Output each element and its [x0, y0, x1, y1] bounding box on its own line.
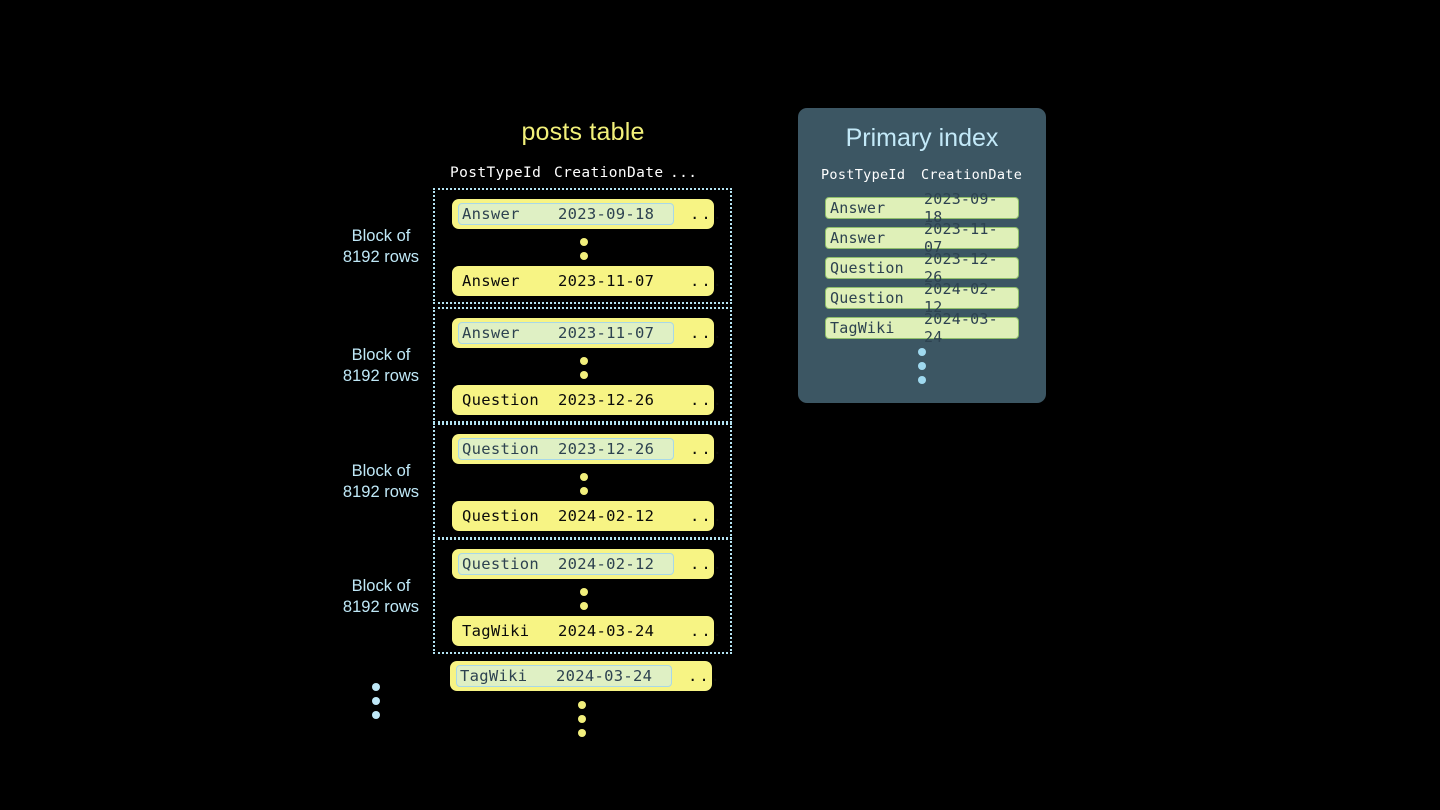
cell-ellipsis: ... — [690, 324, 724, 342]
block-2-label: Block of 8192 rows — [333, 345, 429, 387]
index-cell-posttypeid: TagWiki — [830, 319, 895, 337]
index-column-header-creationdate: CreationDate — [921, 167, 1023, 183]
index-cell-creationdate: 2023-12-26 — [924, 250, 998, 286]
block-continuation-dots — [371, 683, 381, 719]
cell-creationdate: 2023-11-07 — [558, 324, 655, 342]
block-4: Block of 8192 rows Question 2024-02-12 .… — [343, 538, 732, 654]
primary-index-panel: Primary index PostTypeId CreationDate An… — [798, 108, 1046, 403]
row-key-cells: TagWiki 2024-03-24 — [458, 620, 674, 642]
index-cell-posttypeid: Question — [830, 289, 904, 307]
column-header-ellipsis: ... — [670, 165, 698, 181]
index-row: Answer 2023-09-18 — [825, 190, 1019, 226]
index-cell-posttypeid: Answer — [830, 229, 886, 247]
row-key-cells: Answer 2023-11-07 — [458, 322, 674, 344]
block-1-label-line2: 8192 rows — [342, 248, 420, 266]
cell-ellipsis: ... — [690, 622, 724, 640]
table-row: Question 2023-12-26 ... — [452, 434, 722, 464]
table-row: Question 2024-02-12 ... — [452, 549, 722, 579]
column-header-posttypeid: PostTypeId — [450, 165, 542, 181]
row-key-cells: Answer 2023-11-07 — [458, 270, 674, 292]
table-row: Answer 2023-11-07 ... — [452, 266, 722, 296]
cell-creationdate: 2023-11-07 — [558, 272, 655, 290]
row-key-cells: TagWiki 2024-03-24 — [456, 665, 672, 687]
cell-posttypeid: Answer — [462, 205, 520, 223]
table-row: Answer 2023-09-18 ... — [452, 199, 722, 229]
block-3-label-line1: Block of — [351, 462, 411, 480]
index-row: Answer 2023-11-07 — [825, 220, 1019, 256]
index-column-header-posttypeid: PostTypeId — [821, 167, 906, 183]
index-row: Question 2023-12-26 — [825, 250, 1019, 286]
block-1-label: Block of 8192 rows — [333, 226, 429, 268]
cell-posttypeid: TagWiki — [462, 622, 530, 640]
index-continuation-dots — [798, 348, 1046, 384]
block-4-label-line2: 8192 rows — [342, 598, 420, 616]
table-row: Answer 2023-11-07 ... — [452, 318, 722, 348]
index-cell-creationdate: 2024-03-24 — [924, 310, 998, 346]
block-4-label-line1: Block of — [351, 577, 411, 595]
cell-ellipsis: ... — [690, 555, 724, 573]
table-row-trailing: TagWiki 2024-03-24 ... — [450, 661, 720, 691]
cell-ellipsis: ... — [690, 272, 724, 290]
index-cell-posttypeid: Answer — [830, 199, 886, 217]
table-row: TagWiki 2024-03-24 ... — [452, 616, 722, 646]
block-2-label-line2: 8192 rows — [342, 367, 420, 385]
cell-posttypeid: Answer — [462, 324, 520, 342]
block-3-label-line2: 8192 rows — [342, 483, 420, 501]
row-key-cells: Question 2024-02-12 — [458, 505, 674, 527]
row-key-cells: Answer 2023-09-18 — [458, 203, 674, 225]
cell-creationdate: 2024-03-24 — [558, 622, 655, 640]
cell-posttypeid: Question — [462, 507, 540, 525]
primary-index-title: Primary index — [845, 124, 999, 152]
cell-posttypeid: Answer — [462, 272, 520, 290]
cell-posttypeid: TagWiki — [460, 667, 528, 685]
block-4-label: Block of 8192 rows — [333, 576, 429, 618]
block-1: Block of 8192 rows Answer 2023-09-18 ...… — [343, 188, 732, 304]
index-cell-creationdate: 2023-11-07 — [924, 220, 998, 256]
cell-creationdate: 2024-02-12 — [558, 507, 655, 525]
cell-ellipsis: ... — [688, 667, 722, 685]
cell-ellipsis: ... — [690, 507, 724, 525]
cell-creationdate: 2024-02-12 — [558, 555, 655, 573]
table-row: Question 2024-02-12 ... — [452, 501, 722, 531]
cell-creationdate: 2023-12-26 — [558, 440, 655, 458]
cell-posttypeid: Question — [462, 391, 540, 409]
posts-table-column-headers: PostTypeId CreationDate ... — [450, 165, 722, 181]
table-row: Question 2023-12-26 ... — [452, 385, 722, 415]
index-cell-creationdate: 2023-09-18 — [924, 190, 998, 226]
column-header-creationdate: CreationDate — [554, 165, 664, 181]
cell-creationdate: 2023-12-26 — [558, 391, 655, 409]
index-cell-posttypeid: Question — [830, 259, 904, 277]
index-row: Question 2024-02-12 — [825, 280, 1019, 316]
block-2-label-line1: Block of — [351, 346, 411, 364]
index-row: TagWiki 2024-03-24 — [825, 310, 1019, 346]
primary-index-rows: Answer 2023-09-18 Answer 2023-11-07 Ques… — [825, 190, 1019, 347]
cell-ellipsis: ... — [690, 391, 724, 409]
cell-posttypeid: Question — [462, 555, 540, 573]
cell-creationdate: 2023-09-18 — [558, 205, 655, 223]
posts-table-title: posts table — [521, 118, 645, 146]
block-3: Block of 8192 rows Question 2023-12-26 .… — [343, 423, 732, 539]
block-1-label-line1: Block of — [351, 227, 411, 245]
cell-creationdate: 2024-03-24 — [556, 667, 653, 685]
block-2: Block of 8192 rows Answer 2023-11-07 ...… — [343, 307, 732, 423]
cell-ellipsis: ... — [690, 205, 724, 223]
posts-table-diagram: posts table PostTypeId CreationDate ... … — [330, 118, 740, 738]
row-key-cells: Question 2023-12-26 — [458, 438, 674, 460]
index-cell-creationdate: 2024-02-12 — [924, 280, 998, 316]
row-key-cells: Question 2023-12-26 — [458, 389, 674, 411]
block-3-label: Block of 8192 rows — [333, 461, 429, 503]
primary-index-column-headers: PostTypeId CreationDate — [821, 167, 1031, 183]
cell-posttypeid: Question — [462, 440, 540, 458]
table-continuation-dots — [577, 701, 587, 737]
cell-ellipsis: ... — [690, 440, 724, 458]
row-key-cells: Question 2024-02-12 — [458, 553, 674, 575]
